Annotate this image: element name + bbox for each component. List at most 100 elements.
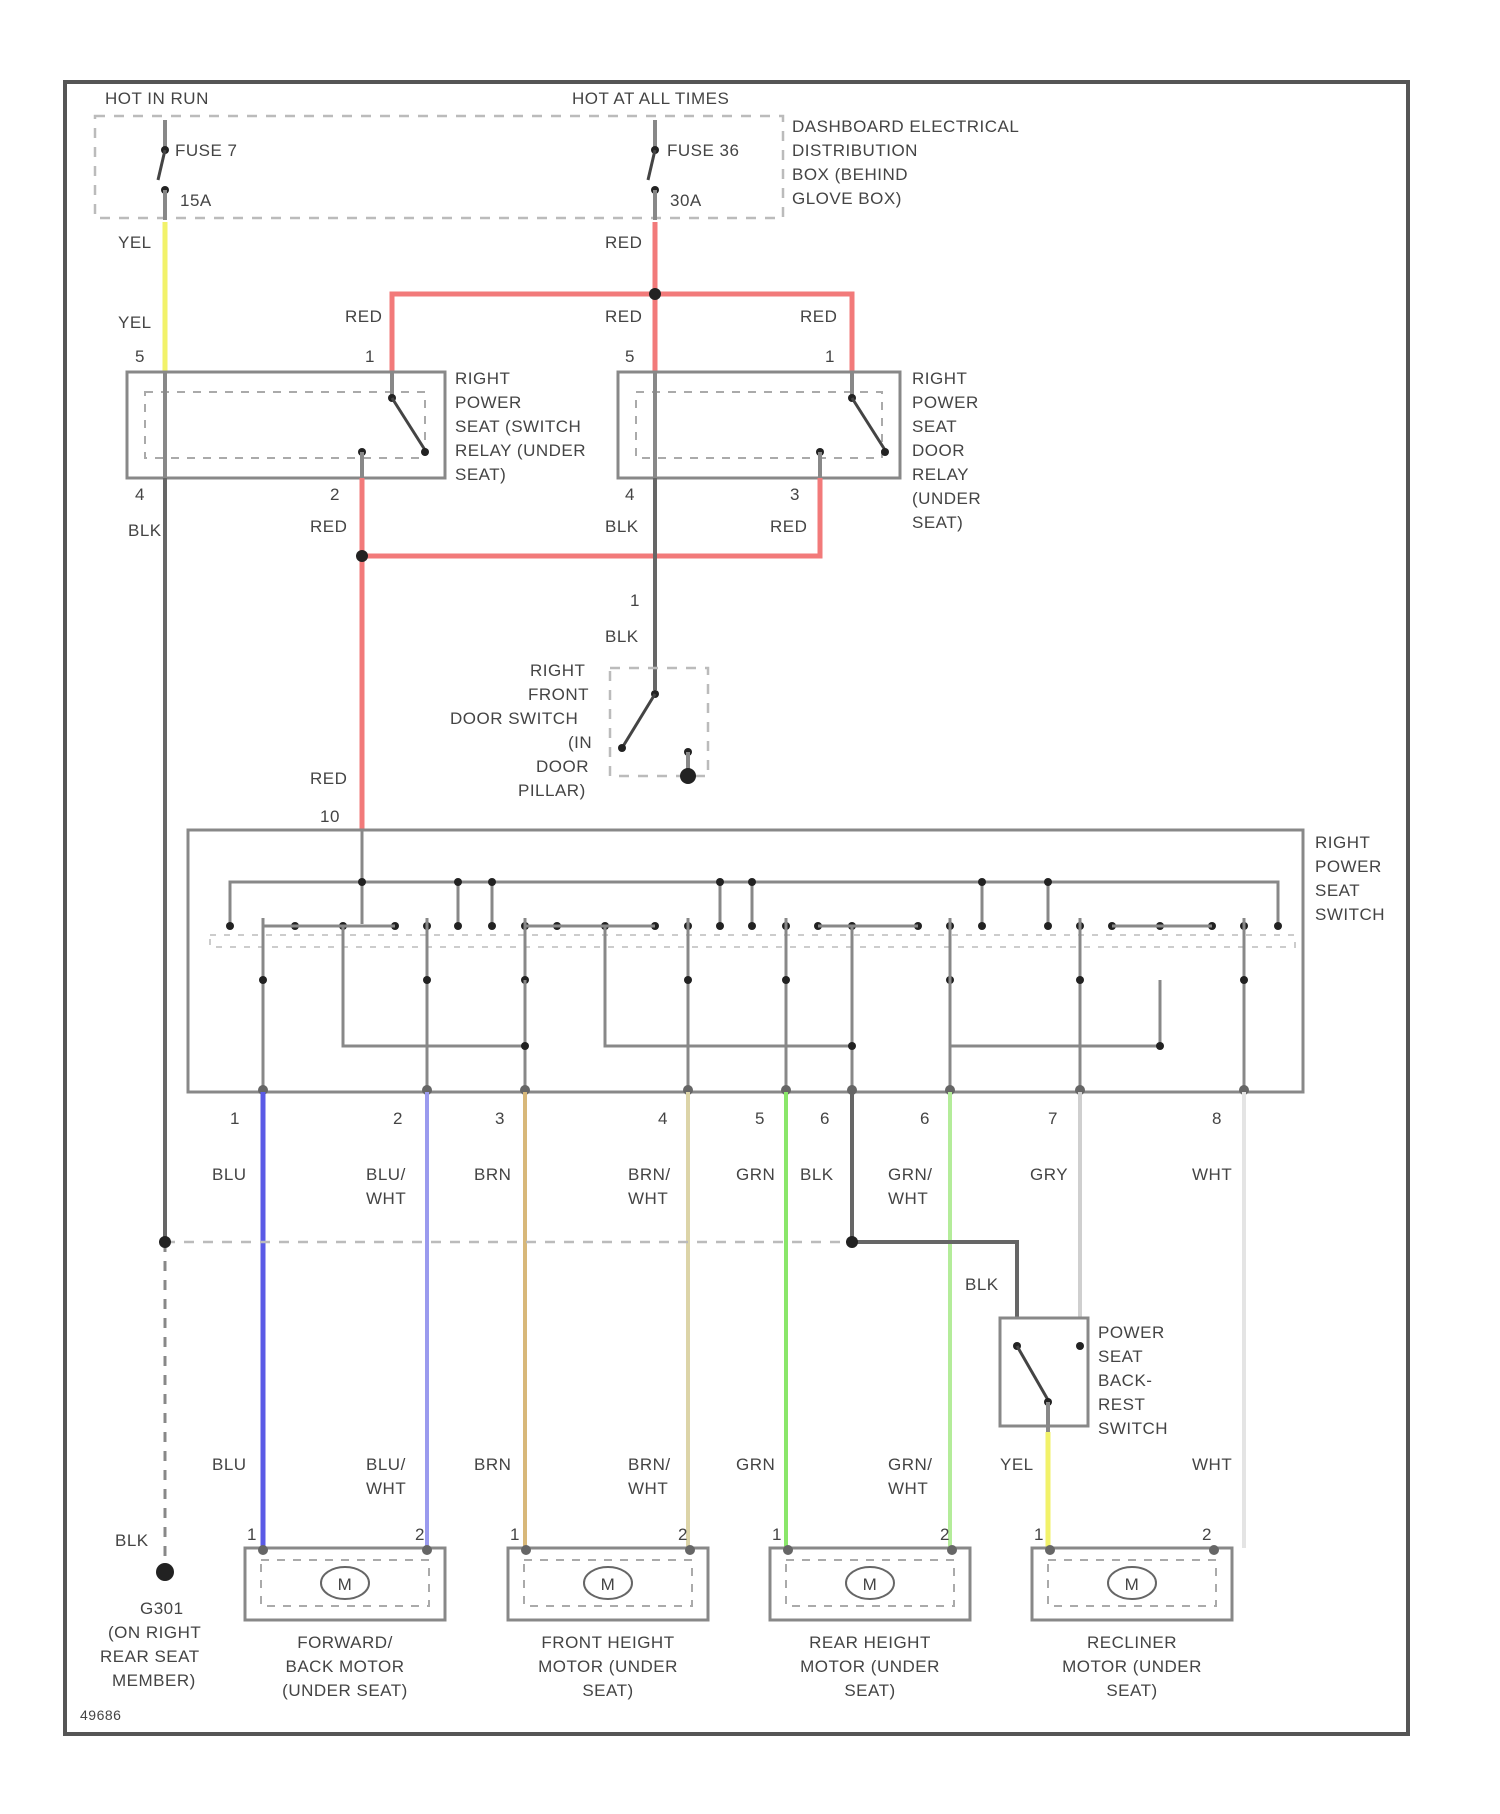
svg-text:GRN: GRN bbox=[736, 1455, 775, 1474]
svg-text:5: 5 bbox=[625, 347, 635, 366]
door-switch-label: RIGHT FRONT DOOR SWITCH (IN DOOR PILLAR) bbox=[450, 661, 592, 800]
motor-pin: 1 bbox=[772, 1525, 782, 1544]
svg-text:GRN/: GRN/ bbox=[888, 1455, 933, 1474]
svg-text:YEL: YEL bbox=[1000, 1455, 1034, 1474]
svg-text:WHT: WHT bbox=[628, 1189, 668, 1208]
backrest-switch-label: POWER SEAT BACK- REST SWITCH bbox=[1098, 1323, 1168, 1438]
svg-text:SEAT: SEAT bbox=[1098, 1347, 1143, 1366]
motor-pin: 2 bbox=[940, 1525, 950, 1544]
door-switch-outline bbox=[610, 668, 708, 776]
motor-symbol: M bbox=[1125, 1575, 1140, 1594]
hot-at-all-times-label: HOT AT ALL TIMES bbox=[572, 89, 729, 108]
motor-pin: 1 bbox=[1034, 1525, 1044, 1544]
svg-text:GRN: GRN bbox=[736, 1165, 775, 1184]
motor-label: REAR HEIGHT bbox=[809, 1633, 931, 1652]
ground-g301 bbox=[156, 1563, 174, 1581]
hot-in-run-label: HOT IN RUN bbox=[105, 89, 209, 108]
motor-label: RECLINER bbox=[1087, 1633, 1177, 1652]
svg-text:BLU/: BLU/ bbox=[366, 1165, 406, 1184]
wire-label-red-2: RED bbox=[345, 307, 382, 326]
svg-text:GLOVE BOX): GLOVE BOX) bbox=[792, 189, 902, 208]
svg-text:4: 4 bbox=[135, 485, 145, 504]
svg-text:DOOR: DOOR bbox=[536, 757, 589, 776]
wire-red-relay-out bbox=[362, 478, 820, 830]
ground-label: G301 (ON RIGHT REAR SEAT MEMBER) bbox=[100, 1599, 201, 1690]
svg-text:REST: REST bbox=[1098, 1395, 1145, 1414]
wire-label-red-5: RED bbox=[310, 517, 347, 536]
motor-label: BACK MOTOR bbox=[286, 1657, 405, 1676]
svg-text:DISTRIBUTION: DISTRIBUTION bbox=[792, 141, 918, 160]
svg-text:3: 3 bbox=[495, 1109, 505, 1128]
motor-pin: 1 bbox=[247, 1525, 257, 1544]
svg-text:DASHBOARD ELECTRICAL: DASHBOARD ELECTRICAL bbox=[792, 117, 1019, 136]
svg-text:RIGHT: RIGHT bbox=[1315, 833, 1370, 852]
svg-text:POWER: POWER bbox=[1315, 857, 1382, 876]
svg-text:BRN: BRN bbox=[474, 1165, 511, 1184]
svg-text:4: 4 bbox=[658, 1109, 668, 1128]
seat-switch-output-pins: 1 2 3 4 5 6 6 7 8 bbox=[230, 1109, 1222, 1128]
seat-switch-label: RIGHT POWER SEAT SWITCH bbox=[1315, 833, 1385, 924]
svg-text:POWER: POWER bbox=[455, 393, 522, 412]
svg-text:DOOR SWITCH: DOOR SWITCH bbox=[450, 709, 578, 728]
svg-text:RELAY: RELAY bbox=[912, 465, 969, 484]
svg-text:POWER: POWER bbox=[1098, 1323, 1165, 1342]
svg-text:1: 1 bbox=[825, 347, 835, 366]
wire-label-red-6: RED bbox=[770, 517, 807, 536]
svg-text:GRN/: GRN/ bbox=[888, 1165, 933, 1184]
svg-text:WHT: WHT bbox=[366, 1189, 406, 1208]
svg-text:GRY: GRY bbox=[1030, 1165, 1068, 1184]
svg-text:BRN/: BRN/ bbox=[628, 1455, 671, 1474]
wire-label-yel-2: YEL bbox=[118, 313, 152, 332]
wire-label-red-4: RED bbox=[800, 307, 837, 326]
power-seat-switch-relay bbox=[127, 372, 445, 478]
svg-text:RIGHT: RIGHT bbox=[912, 369, 967, 388]
svg-text:5: 5 bbox=[755, 1109, 765, 1128]
svg-text:4: 4 bbox=[625, 485, 635, 504]
svg-text:SEAT: SEAT bbox=[912, 417, 957, 436]
svg-text:WHT: WHT bbox=[366, 1479, 406, 1498]
door-switch bbox=[618, 690, 696, 784]
svg-text:WHT: WHT bbox=[1192, 1165, 1232, 1184]
svg-text:MEMBER): MEMBER) bbox=[112, 1671, 196, 1690]
svg-text:POWER: POWER bbox=[912, 393, 979, 412]
motor-symbol: M bbox=[338, 1575, 353, 1594]
motor-label: MOTOR (UNDER bbox=[800, 1657, 940, 1676]
svg-text:PILLAR): PILLAR) bbox=[518, 781, 586, 800]
wire-label-red-3: RED bbox=[605, 307, 642, 326]
svg-text:G301: G301 bbox=[140, 1599, 184, 1618]
wire-label-blk-1: BLK bbox=[605, 517, 639, 536]
svg-text:BRN/: BRN/ bbox=[628, 1165, 671, 1184]
svg-text:REAR SEAT: REAR SEAT bbox=[100, 1647, 200, 1666]
motor-pin: 2 bbox=[1202, 1525, 1212, 1544]
figure-id: 49686 bbox=[80, 1707, 121, 1723]
junction-red-bottom bbox=[356, 550, 368, 562]
motor-label: SEAT) bbox=[844, 1681, 895, 1700]
fuse-7-label: FUSE 7 bbox=[175, 141, 238, 160]
svg-text:BLU/: BLU/ bbox=[366, 1455, 406, 1474]
wire-label-red-7: RED bbox=[310, 769, 347, 788]
svg-text:SWITCH: SWITCH bbox=[1098, 1419, 1168, 1438]
fuse-box-label: DASHBOARD ELECTRICAL DISTRIBUTION BOX (B… bbox=[792, 117, 1019, 208]
motor-symbol: M bbox=[863, 1575, 878, 1594]
junction-red-top bbox=[649, 288, 661, 300]
svg-text:SEAT): SEAT) bbox=[912, 513, 963, 532]
svg-text:5: 5 bbox=[135, 347, 145, 366]
relay-door-label: RIGHT POWER SEAT DOOR RELAY (UNDER SEAT) bbox=[912, 369, 981, 532]
wire-label-red-1: RED bbox=[605, 233, 642, 252]
motor-symbol: M bbox=[601, 1575, 616, 1594]
svg-text:BLK: BLK bbox=[965, 1275, 999, 1294]
wire-label-blk-2: BLK bbox=[605, 627, 639, 646]
svg-text:RIGHT: RIGHT bbox=[530, 661, 585, 680]
svg-text:SWITCH: SWITCH bbox=[1315, 905, 1385, 924]
motor-pin: 2 bbox=[415, 1525, 425, 1544]
motor-label: FRONT HEIGHT bbox=[541, 1633, 674, 1652]
motor-label: SEAT) bbox=[1106, 1681, 1157, 1700]
motor-pin: 1 bbox=[510, 1525, 520, 1544]
fuse-7-amp: 15A bbox=[180, 191, 212, 210]
svg-text:(UNDER: (UNDER bbox=[912, 489, 981, 508]
svg-text:BACK-: BACK- bbox=[1098, 1371, 1152, 1390]
